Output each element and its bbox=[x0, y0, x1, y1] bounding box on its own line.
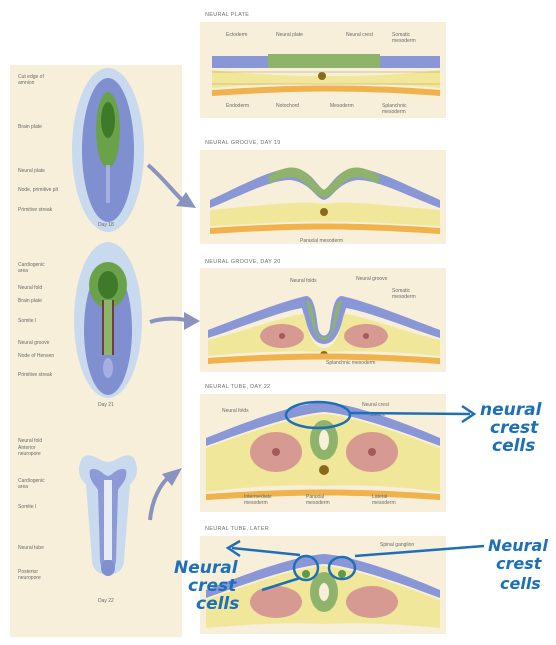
s0-top-3: Somatic mesoderm bbox=[392, 32, 432, 44]
day21-label-2: Brain plate bbox=[18, 298, 42, 304]
section-4-frame bbox=[200, 536, 446, 634]
day22-label-2: Cardiogenic area bbox=[18, 478, 52, 490]
day21-label-4: Neural groove bbox=[18, 340, 49, 346]
s2-top-0: Neural folds bbox=[290, 278, 317, 284]
note-2-line-1: crest bbox=[188, 578, 236, 594]
s3-top-0: Neural folds bbox=[222, 408, 249, 414]
section-2-frame bbox=[200, 268, 446, 372]
note-3-line-0: Neural bbox=[488, 538, 548, 554]
s2-top-1: Neural groove bbox=[356, 276, 387, 282]
day21-label-0: Cardiogenic area bbox=[18, 262, 52, 274]
section-1-frame bbox=[200, 150, 446, 244]
section-title-1: NEURAL GROOVE, DAY 19 bbox=[205, 140, 281, 146]
day22-label-4: Neural tube bbox=[18, 545, 44, 551]
s0-top-0: Ectoderm bbox=[226, 32, 247, 38]
s2-top-2: Somatic mesoderm bbox=[392, 288, 432, 300]
day18-label-1: Brain plate bbox=[18, 124, 42, 130]
s3-top-1: Neural crest bbox=[362, 402, 389, 408]
s0-bot-1: Notochord bbox=[276, 103, 299, 109]
day22-label-3: Somite I bbox=[18, 504, 36, 510]
s0-bot-2: Mesoderm bbox=[330, 103, 354, 109]
section-title-4: NEURAL TUBE, LATER bbox=[205, 526, 269, 532]
embryo-panel bbox=[10, 65, 182, 637]
day21-label-5: Node of Hensen bbox=[18, 353, 54, 359]
day21-label-1: Neural fold bbox=[18, 285, 42, 291]
day18-label-3: Node, primitive pit bbox=[18, 187, 58, 193]
day21-label-3: Somite I bbox=[18, 318, 36, 324]
note-2-line-0: Neural bbox=[174, 560, 238, 576]
day18-label-0: Cut edge of amnion bbox=[18, 74, 58, 86]
section-title-2: NEURAL GROOVE, DAY 20 bbox=[205, 259, 281, 265]
note-2-line-2: cells bbox=[196, 596, 239, 612]
s0-bot-0: Endoderm bbox=[226, 103, 249, 109]
s0-bot-3: Splanchnic mesoderm bbox=[382, 103, 426, 115]
s4-top-0: Spinal ganglion bbox=[380, 542, 414, 548]
note-1-line-2: cells bbox=[492, 438, 535, 454]
day22-caption: Day 22 bbox=[98, 598, 114, 604]
day18-caption: Day 18 bbox=[98, 222, 114, 228]
day22-label-1: Anterior neuropore bbox=[18, 445, 52, 457]
day18-label-2: Neural plate bbox=[18, 168, 45, 174]
s3-top-2: Somite bbox=[370, 412, 386, 418]
s1-bot-0: Paraxial mesoderm bbox=[300, 238, 343, 244]
s0-top-1: Neural plate bbox=[276, 32, 303, 38]
day21-caption: Day 21 bbox=[98, 402, 114, 408]
s3-bot-1: Paraxial mesoderm bbox=[306, 494, 340, 506]
s2-bot-0: Splanchnic mesoderm bbox=[326, 360, 375, 366]
day22-label-0: Neural fold bbox=[18, 438, 42, 444]
section-title-0: NEURAL PLATE bbox=[205, 12, 249, 18]
s3-bot-2: Lateral mesoderm bbox=[372, 494, 406, 506]
day22-label-5: Posterior neuropore bbox=[18, 569, 52, 581]
note-1-line-1: crest bbox=[490, 420, 538, 436]
note-1-line-0: neural bbox=[480, 402, 541, 418]
day18-label-4: Primitive streak bbox=[18, 207, 52, 213]
s0-top-2: Neural crest bbox=[346, 32, 373, 38]
note-3-line-2: cells bbox=[500, 576, 541, 592]
day21-label-6: Primitive streak bbox=[18, 372, 52, 378]
section-title-3: NEURAL TUBE, DAY 22 bbox=[205, 384, 270, 390]
s3-bot-0: Intermediate mesoderm bbox=[244, 494, 278, 506]
note-3-line-1: crest bbox=[496, 556, 541, 572]
